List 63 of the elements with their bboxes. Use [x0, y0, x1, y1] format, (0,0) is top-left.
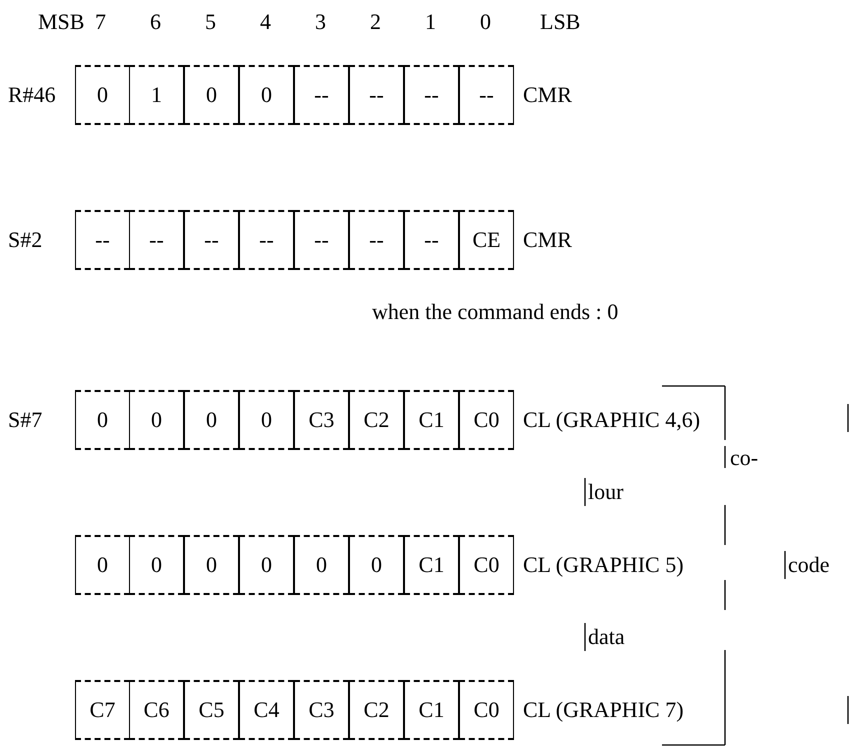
register-bit-cell: --	[294, 210, 349, 270]
register-bit-cell: 0	[75, 535, 130, 595]
register-bit-cell: --	[239, 210, 294, 270]
bit-number: 2	[370, 9, 381, 35]
register-bit-cell: 0	[349, 535, 404, 595]
register-bit-cell: --	[294, 65, 349, 125]
msb-label: MSB	[38, 9, 84, 35]
register-bit-cell: --	[349, 210, 404, 270]
register-bit-cell: --	[459, 65, 514, 125]
register-bit-cell: CE	[459, 210, 514, 270]
register-bit-cell: C2	[349, 390, 404, 450]
register-bit-cell: C2	[349, 680, 404, 740]
register-bit-cell: C5	[184, 680, 239, 740]
register-description: CL (GRAPHIC 5)	[523, 552, 684, 578]
register-bit-cell: 1	[129, 65, 184, 125]
register-bit-cell: C3	[294, 390, 349, 450]
annotation-text: co-	[730, 445, 758, 471]
note-text: when the command ends : 0	[372, 299, 618, 325]
bit-number: 0	[480, 9, 491, 35]
register-bit-cell: 0	[75, 390, 130, 450]
register-bit-cell: 0	[184, 390, 239, 450]
register-bit-cell: 0	[184, 535, 239, 595]
bit-number: 3	[315, 9, 326, 35]
register-bit-cell: C7	[75, 680, 130, 740]
bit-number: 1	[425, 9, 436, 35]
register-bit-cell: C0	[459, 390, 514, 450]
register-bit-cell: C1	[404, 680, 459, 740]
register-bit-cell: 0	[294, 535, 349, 595]
annotation-text: code	[788, 552, 830, 578]
register-bit-cell: 0	[239, 390, 294, 450]
register-name: S#7	[8, 407, 42, 433]
register-bit-cell: --	[404, 210, 459, 270]
register-bit-cell: --	[404, 65, 459, 125]
register-bit-cell: 0	[129, 390, 184, 450]
register-name: S#2	[8, 227, 42, 253]
register-bit-cell: 0	[75, 65, 130, 125]
register-bit-cell: 0	[184, 65, 239, 125]
register-description: CL (GRAPHIC 4,6)	[523, 407, 700, 433]
register-bit-cell: --	[184, 210, 239, 270]
lsb-label: LSB	[540, 9, 580, 35]
annotation-text: lour	[588, 479, 624, 505]
bit-number: 7	[95, 9, 106, 35]
register-bit-cell: C1	[404, 535, 459, 595]
register-description: CMR	[523, 82, 572, 108]
register-bit-cell: C3	[294, 680, 349, 740]
register-description: CMR	[523, 227, 572, 253]
bit-number: 5	[205, 9, 216, 35]
register-bit-cell: 0	[239, 65, 294, 125]
register-bit-cell: C0	[459, 680, 514, 740]
register-bit-cell: 0	[239, 535, 294, 595]
register-name: R#46	[8, 82, 56, 108]
annotation-text: data	[588, 624, 625, 650]
register-bit-cell: --	[349, 65, 404, 125]
register-description: CL (GRAPHIC 7)	[523, 697, 684, 723]
register-bit-cell: C1	[404, 390, 459, 450]
register-bit-cell: C0	[459, 535, 514, 595]
register-bit-cell: --	[129, 210, 184, 270]
bit-number: 4	[260, 9, 271, 35]
register-bit-cell: C6	[129, 680, 184, 740]
register-bit-cell: 0	[129, 535, 184, 595]
register-bit-cell: C4	[239, 680, 294, 740]
bit-number: 6	[150, 9, 161, 35]
register-bit-cell: --	[75, 210, 130, 270]
